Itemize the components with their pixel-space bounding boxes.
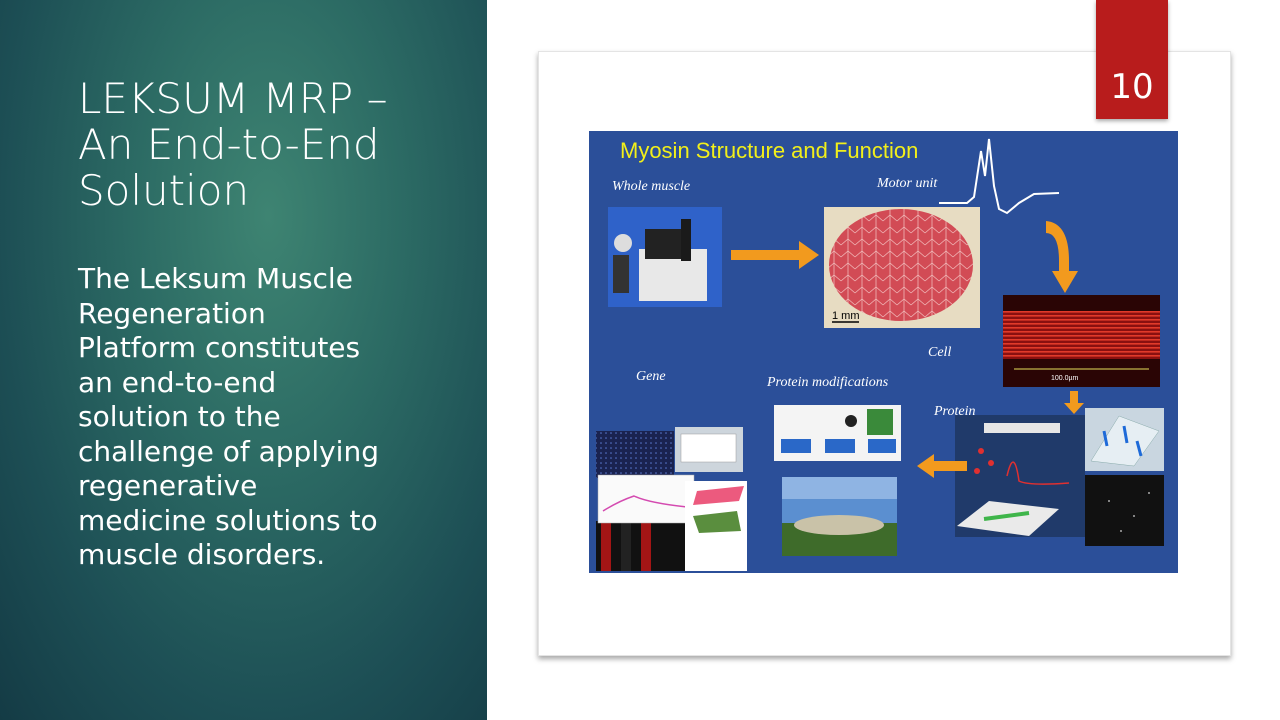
body-line: Regeneration bbox=[78, 296, 266, 330]
gene-collage-photo bbox=[596, 427, 747, 571]
slide-number-badge: 10 bbox=[1096, 0, 1168, 119]
whole-muscle-photo bbox=[608, 207, 722, 307]
synchrotron-photo bbox=[782, 477, 897, 556]
arrow-down bbox=[1064, 391, 1084, 414]
body-line: The Leksum Muscle bbox=[78, 262, 353, 295]
action-potential-trace bbox=[939, 138, 1060, 215]
title-panel bbox=[0, 0, 487, 720]
myosin-mechanics-diagram bbox=[955, 415, 1085, 537]
body-line: muscle disorders. bbox=[78, 538, 326, 571]
label-gene: Gene bbox=[636, 369, 666, 384]
body-line: medicine solutions to bbox=[78, 503, 378, 537]
label-whole-muscle: Whole muscle bbox=[612, 179, 690, 194]
flow-arrows bbox=[731, 221, 1084, 478]
slide-number: 10 bbox=[1110, 67, 1154, 107]
arrow-curved-down bbox=[1046, 221, 1078, 293]
title-line-2: An End-to-End bbox=[78, 120, 380, 169]
label-protein-modifications: Protein modifications bbox=[766, 375, 889, 390]
figure-title: Myosin Structure and Function bbox=[620, 138, 918, 163]
arrow-left bbox=[917, 454, 967, 478]
scale-bar-section: 1 mm bbox=[832, 310, 860, 322]
muscle-cell-photo: 100.0µm bbox=[1003, 295, 1160, 387]
body-line: an end-to-end bbox=[78, 365, 277, 399]
body-line: regenerative bbox=[78, 469, 258, 502]
slide-title: LEKSUM MRP – An End-to-End Solution bbox=[78, 76, 458, 214]
label-motor-unit: Motor unit bbox=[876, 176, 938, 191]
title-line-1: LEKSUM MRP – bbox=[78, 74, 388, 123]
scale-bar-cell: 100.0µm bbox=[1051, 375, 1079, 382]
title-line-3: Solution bbox=[78, 166, 250, 215]
body-line: solution to the bbox=[78, 400, 281, 433]
protein-diagram-photo bbox=[1085, 408, 1164, 546]
arrow-right-1 bbox=[731, 241, 819, 269]
protein-modification-diagram bbox=[774, 405, 901, 461]
label-cell: Cell bbox=[928, 345, 951, 360]
muscle-cross-section-photo: 1 mm bbox=[824, 207, 980, 328]
slide-body-text: The Leksum Muscle Regeneration Platform … bbox=[78, 262, 448, 573]
body-line: Platform constitutes bbox=[78, 331, 361, 364]
myosin-figure: Myosin Structure and Function Whole musc… bbox=[589, 131, 1178, 573]
body-line: challenge of applying bbox=[78, 434, 379, 468]
